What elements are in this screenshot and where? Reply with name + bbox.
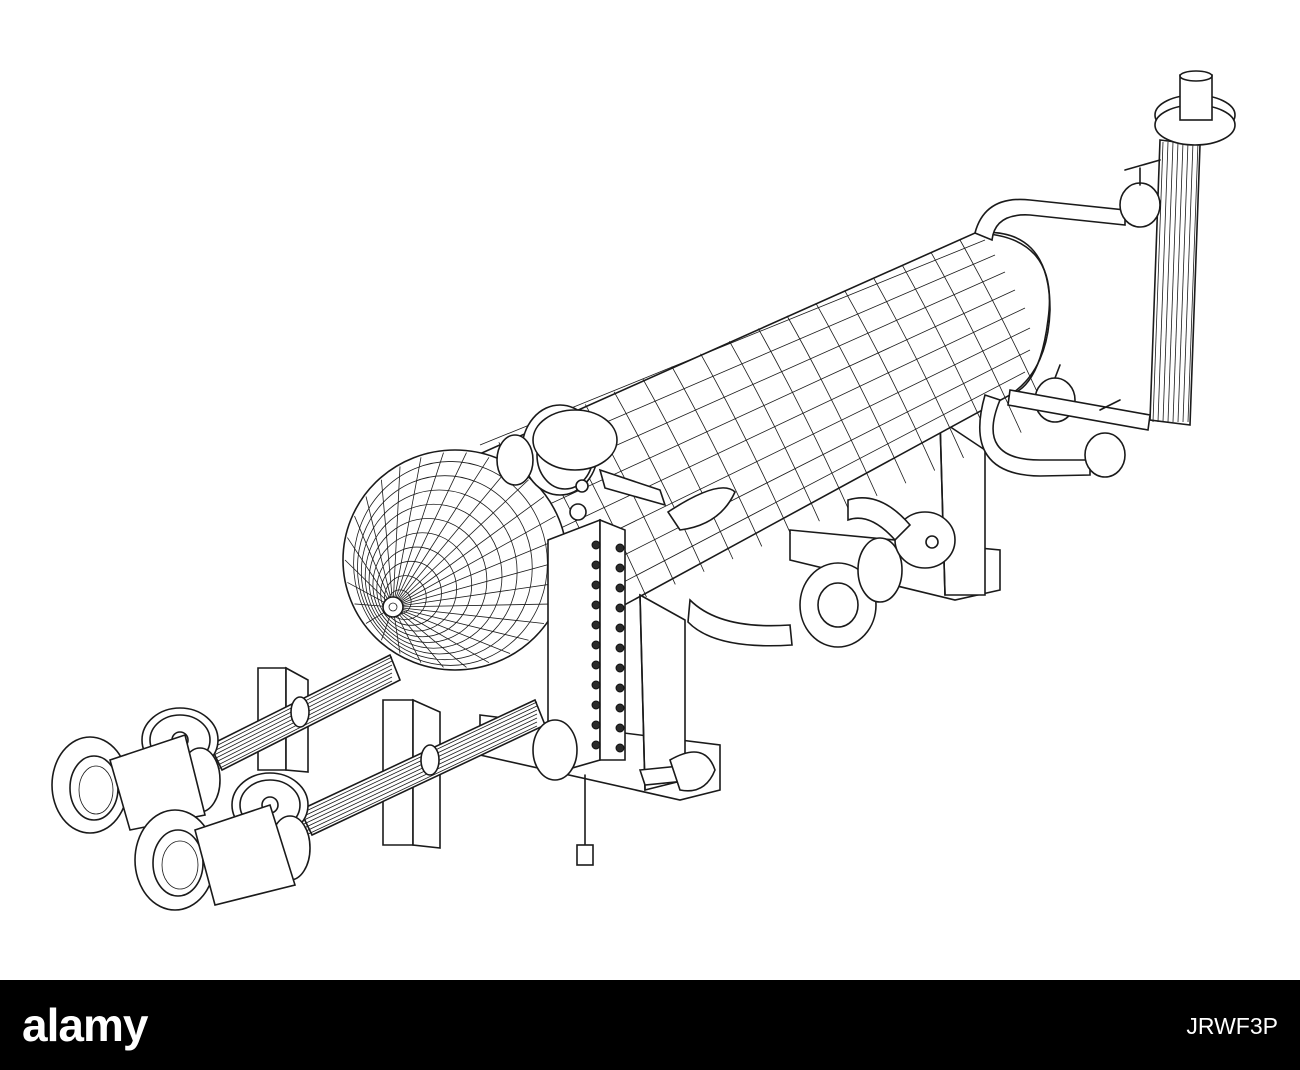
outlet-valve-lower — [134, 772, 311, 911]
vessel-head-mesh — [342, 449, 568, 671]
outlet-valve-upper — [51, 707, 221, 834]
top-bypass-pipe — [974, 159, 1161, 242]
top-handle — [569, 468, 736, 531]
side-outlet-pipe — [687, 496, 956, 648]
brand-logo: alamy — [22, 999, 148, 1051]
bottom-bypass-pipe — [979, 364, 1151, 478]
outlet-pipe-upper — [208, 653, 402, 772]
image-id-label: JRWF3P — [1186, 1013, 1278, 1039]
pipe-posts — [257, 666, 441, 849]
manway-flange — [496, 409, 618, 486]
footer-bar — [0, 980, 1300, 1070]
wireframe-illustration — [51, 70, 1236, 911]
outlet-pipe-lower — [298, 698, 547, 837]
vertical-standpipe — [1149, 70, 1236, 426]
